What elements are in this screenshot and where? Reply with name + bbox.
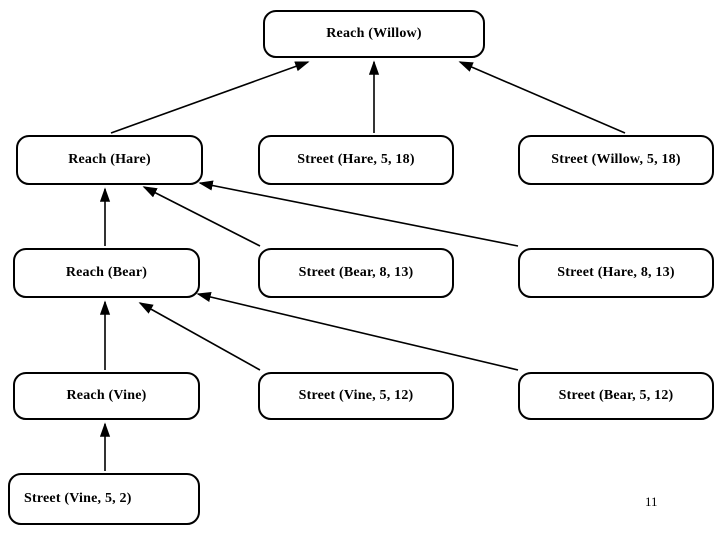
edge-street-willow-5-18-to-reach-willow [458,61,626,134]
edge-street-bear-5-12-to-reach-bear [196,291,519,371]
edge-street-vine-5-12-to-reach-bear [138,302,261,371]
node-street-hare-8-13[interactable]: Street (Hare, 8, 13) [518,248,714,298]
node-street-hare-5-18[interactable]: Street (Hare, 5, 18) [258,135,454,185]
node-label: Reach (Willow) [326,26,422,41]
node-label: Street (Bear, 8, 13) [298,265,414,280]
node-reach-willow[interactable]: Reach (Willow) [263,10,485,58]
node-label: Reach (Hare) [68,152,151,167]
node-reach-bear[interactable]: Reach (Bear) [13,248,200,298]
node-label: Street (Bear, 5, 12) [558,388,674,403]
node-label: Reach (Vine) [66,388,147,403]
node-street-bear-8-13[interactable]: Street (Bear, 8, 13) [258,248,454,298]
node-street-vine-5-12[interactable]: Street (Vine, 5, 12) [258,372,454,420]
node-street-vine-5-2[interactable]: Street (Vine, 5, 2) [8,473,200,525]
node-street-bear-5-12[interactable]: Street (Bear, 5, 12) [518,372,714,420]
edge-street-hare-8-13-to-reach-hare [198,180,519,247]
page-number: 11 [645,494,658,509]
node-street-willow-5-18[interactable]: Street (Willow, 5, 18) [518,135,714,185]
node-reach-vine[interactable]: Reach (Vine) [13,372,200,420]
edge-street-bear-8-13-to-reach-hare [142,186,261,247]
node-label: Street (Vine, 5, 2) [24,491,132,506]
node-label: Street (Hare, 5, 18) [297,152,415,167]
node-label: Street (Vine, 5, 12) [298,388,414,403]
node-label: Street (Willow, 5, 18) [551,152,681,167]
node-label: Street (Hare, 8, 13) [557,265,675,280]
node-reach-hare[interactable]: Reach (Hare) [16,135,203,185]
edge-reach-hare-to-reach-willow [110,61,310,134]
node-label: Reach (Bear) [65,265,148,280]
